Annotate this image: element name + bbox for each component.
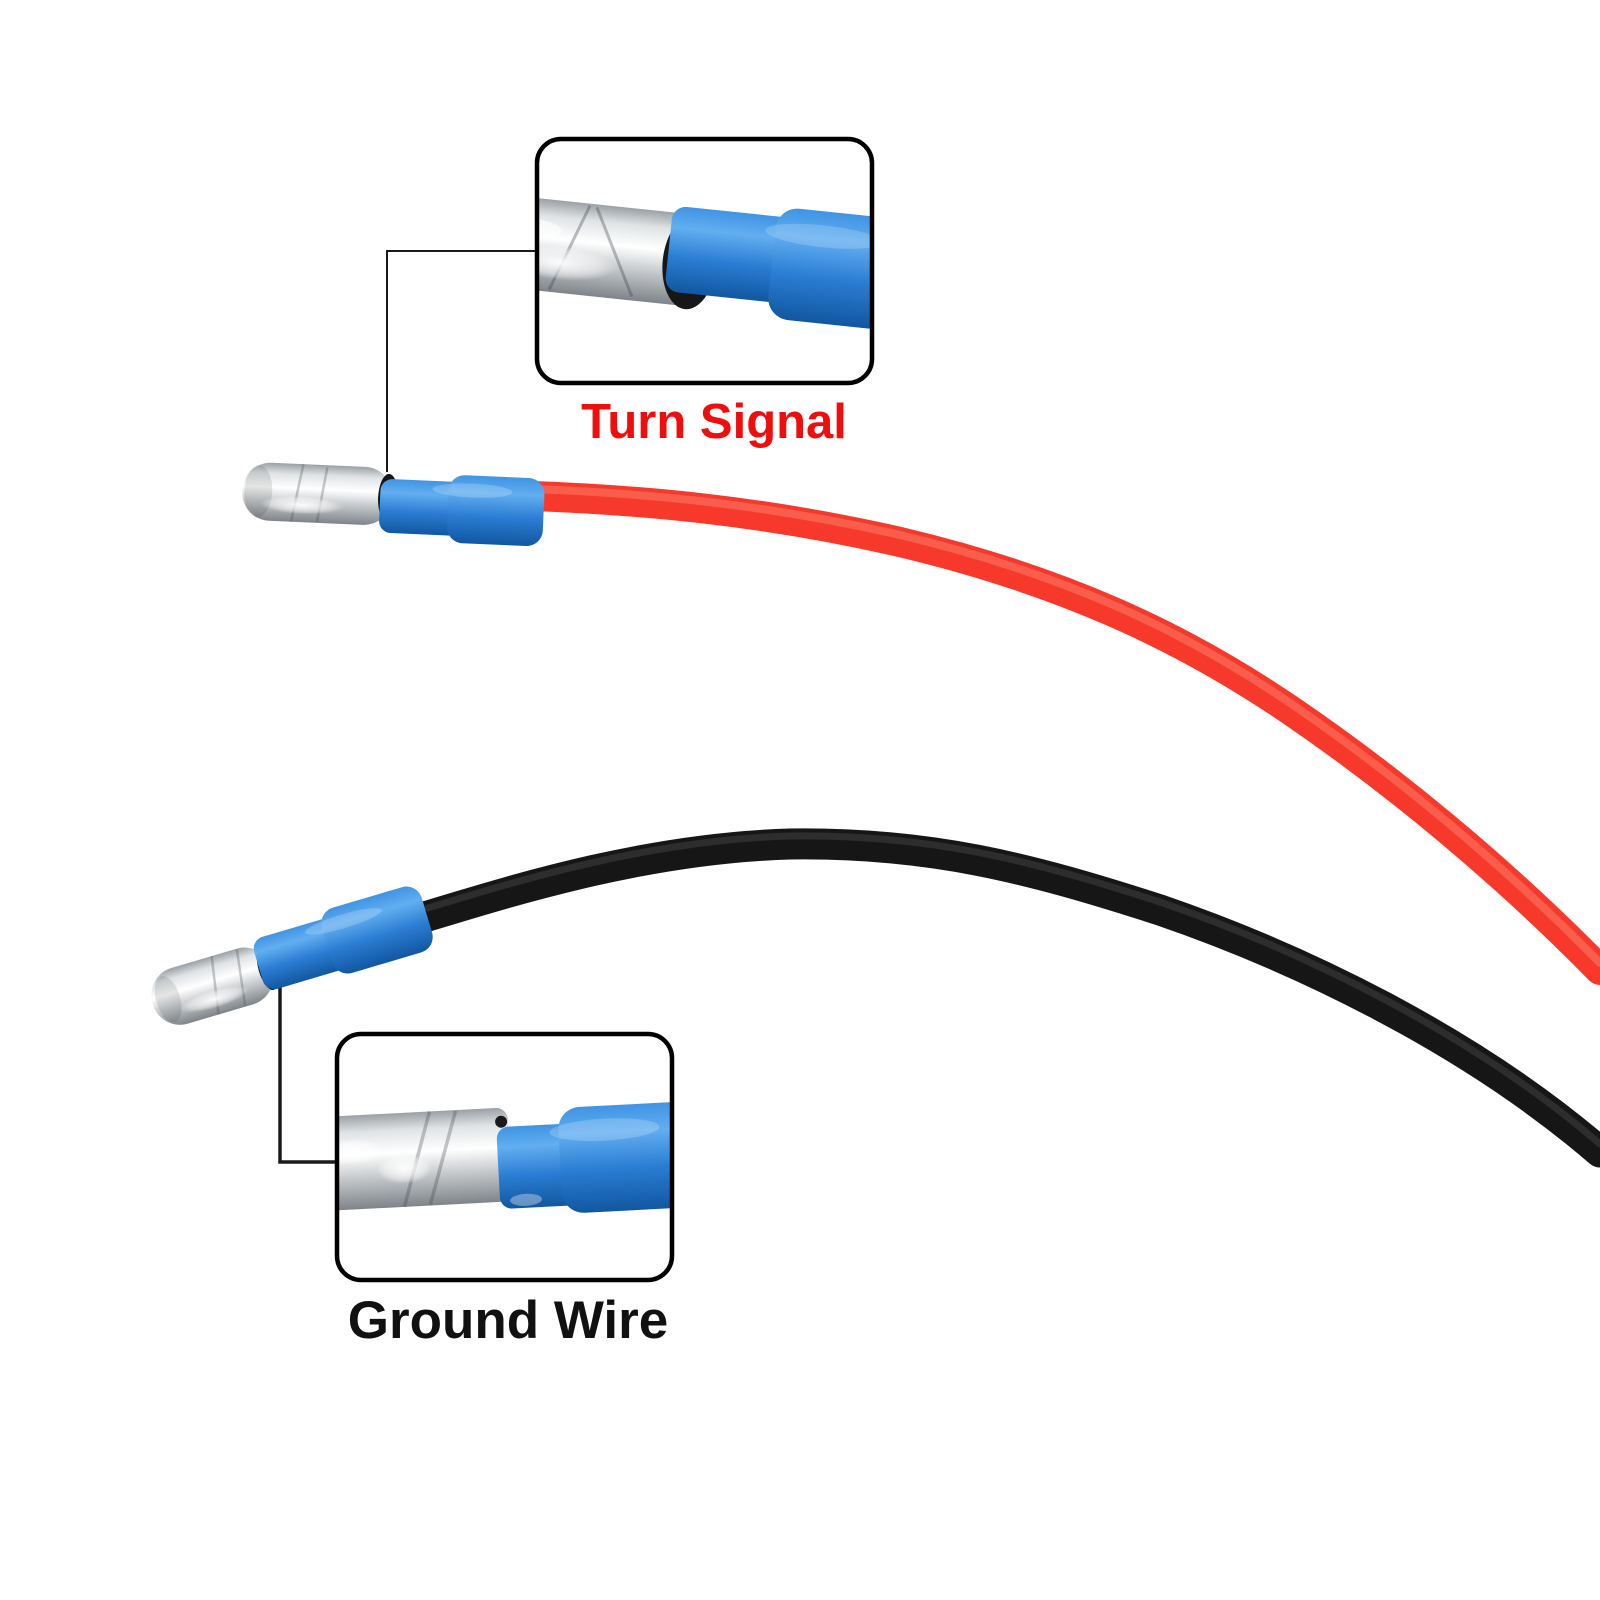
turn-signal-inset-content <box>539 141 870 381</box>
turn-signal-callout-line <box>386 250 536 472</box>
black-wire-body <box>412 828 1600 1168</box>
metal-highlight <box>179 985 249 1013</box>
turn-signal-inset: Turn Signal <box>534 136 875 449</box>
ground-wire-callout-line <box>278 982 336 1164</box>
sleeve-sheen <box>510 1193 543 1206</box>
ground-wire <box>412 828 1600 1168</box>
red-wire-sheen <box>529 485 1600 967</box>
metal-dimple-highlight <box>339 1138 384 1165</box>
blue-sleeve-body <box>446 475 545 546</box>
ground-bullet-connector <box>151 886 433 1025</box>
turn-signal-bullet-connector <box>242 462 545 546</box>
sleeve-sheen <box>765 223 870 249</box>
zoomed-blue-sleeve <box>496 1102 670 1213</box>
black-wire-sheen <box>424 832 1600 1148</box>
metal-highlight <box>259 495 344 515</box>
sleeve-sheen <box>304 908 382 935</box>
inset-border-box <box>334 1031 675 1283</box>
ground-wire-inset: Ground Wire <box>334 1031 675 1350</box>
zoomed-metal-terminal <box>339 1107 512 1211</box>
metal-dimple-highlight <box>376 1153 433 1184</box>
ground-wire-label: Ground Wire <box>348 1291 668 1350</box>
zoomed-blue-sleeve <box>665 206 870 330</box>
metal-highlight <box>539 215 563 238</box>
sleeve-sheen <box>432 483 513 498</box>
metal-highlight <box>539 244 617 281</box>
terminal-tip-shading <box>154 975 182 1023</box>
blue-sleeve-body <box>768 208 870 330</box>
ground-wire-inset-content <box>339 1036 670 1278</box>
sleeve-sheen <box>549 1118 660 1141</box>
blue-sleeve-body <box>558 1102 670 1213</box>
turn-signal-label: Turn Signal <box>581 395 847 449</box>
blue-sleeve-neck <box>665 206 800 304</box>
metal-terminal-barrel <box>539 192 702 306</box>
inset-border-box <box>534 136 875 386</box>
turn-signal-wire <box>518 481 1600 985</box>
blue-sleeve-body <box>321 886 433 974</box>
red-wire-body <box>518 481 1600 985</box>
blue-sleeve-neck <box>379 479 465 536</box>
crimp-shadow-dot <box>495 1115 508 1128</box>
